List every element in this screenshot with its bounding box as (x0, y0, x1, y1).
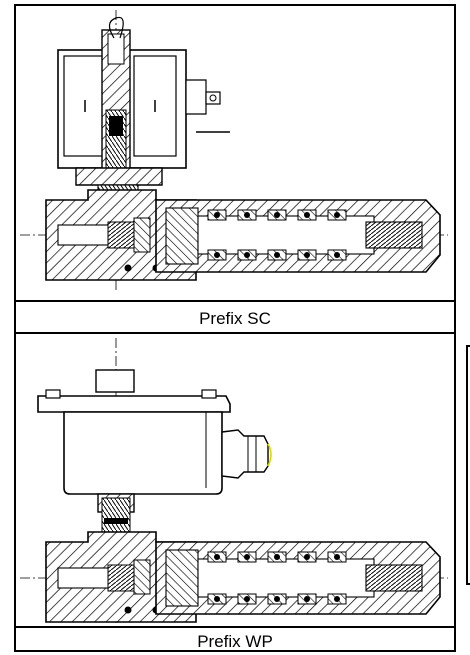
housing-lid (37, 395, 231, 413)
figure-frame: Prefix SC (14, 4, 456, 652)
panel-prefix-wp (16, 334, 454, 626)
caption-prefix-wp: Prefix WP (197, 632, 273, 651)
divider (16, 626, 454, 628)
panel-prefix-sc: Prefix SC (16, 6, 454, 328)
divider (16, 300, 454, 302)
spool-bore (197, 215, 375, 255)
divider (16, 332, 454, 334)
terminal-box (63, 411, 223, 495)
caption-prefix-sc: Prefix SC (199, 309, 271, 328)
edge-bracket (466, 345, 470, 585)
solenoid-valve-wp-drawing (16, 338, 454, 628)
return-spring (365, 564, 423, 592)
sc-valve-section-svg (20, 10, 448, 290)
solenoid-valve-sc-drawing (16, 10, 454, 296)
return-spring (365, 221, 423, 249)
cable-gland (221, 429, 269, 479)
wp-valve-section-svg (20, 338, 448, 624)
